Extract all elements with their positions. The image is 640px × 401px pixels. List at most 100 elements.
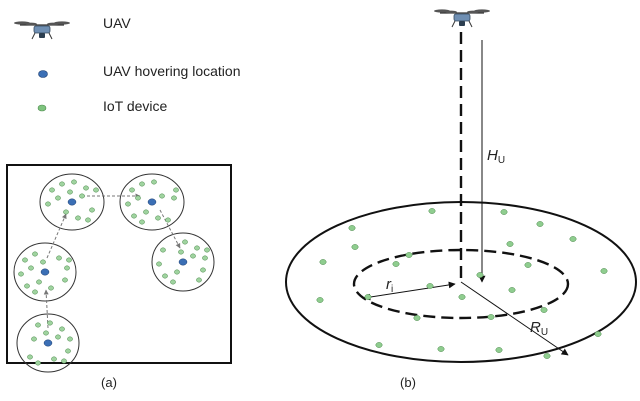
iot-device	[89, 207, 95, 213]
iot-device	[348, 225, 356, 231]
iot-device	[200, 267, 206, 273]
iot-device	[125, 201, 131, 207]
iot-device	[569, 236, 577, 242]
iot-device	[458, 294, 466, 300]
hover-point	[67, 198, 77, 206]
iot-device	[24, 283, 30, 289]
outer-radius-arrow	[460, 281, 569, 356]
hover-point	[43, 339, 53, 347]
iot-device	[55, 334, 61, 340]
cluster-circle	[119, 173, 185, 231]
iot-device	[139, 219, 145, 225]
panel-b-caption: (b)	[400, 375, 416, 390]
panel-a: (a)	[6, 164, 232, 390]
iot-device	[171, 195, 177, 201]
iot-device	[196, 277, 202, 283]
iot-device	[543, 353, 551, 359]
iot-device	[159, 193, 165, 199]
iot-device	[174, 269, 180, 275]
iot-device	[129, 187, 135, 193]
cluster-circle	[16, 313, 80, 373]
legend: UAV UAV hovering location IoT device	[13, 15, 240, 114]
iot-device	[64, 265, 70, 271]
height-label: HU	[487, 147, 505, 166]
iot-device	[32, 251, 38, 257]
hover-point	[147, 198, 157, 206]
iot-device	[500, 209, 508, 215]
iot-device	[32, 289, 38, 295]
iot-device	[428, 208, 436, 214]
iot-device	[79, 193, 85, 199]
legend-uav-label: UAV	[103, 15, 131, 31]
iot-device	[405, 252, 413, 258]
iot-device	[524, 262, 532, 268]
iot-device	[59, 181, 65, 187]
hover-point	[40, 268, 50, 276]
iot-device	[48, 285, 54, 291]
cluster-circle	[13, 242, 77, 302]
iot-device	[319, 259, 327, 265]
iot-device	[151, 179, 157, 185]
iot-device	[67, 189, 73, 195]
drone-icon	[433, 8, 491, 28]
panel-a-frame	[6, 164, 232, 364]
iot-device	[508, 287, 516, 293]
iot-device	[47, 320, 53, 326]
iot-device	[375, 342, 383, 348]
iot-device	[426, 283, 434, 289]
iot-device-icon	[37, 104, 47, 112]
iot-device	[66, 257, 72, 263]
iot-device	[22, 257, 28, 263]
iot-device	[27, 354, 33, 360]
iot-device	[392, 261, 400, 267]
legend-iot-label: IoT device	[103, 98, 168, 114]
iot-device	[75, 215, 81, 221]
iot-device	[35, 360, 41, 366]
iot-device	[364, 294, 372, 300]
iot-device	[43, 330, 49, 336]
iot-device	[59, 326, 65, 332]
iot-device	[143, 209, 149, 215]
iot-device	[173, 187, 179, 193]
iot-device	[49, 187, 55, 193]
iot-device	[63, 209, 69, 215]
iot-device	[165, 217, 171, 223]
cluster-circle	[151, 232, 215, 292]
iot-device	[156, 261, 162, 267]
drone-icon	[13, 20, 71, 40]
iot-device	[194, 245, 200, 251]
iot-device	[600, 268, 608, 274]
iot-device	[487, 314, 495, 320]
iot-device	[45, 201, 51, 207]
iot-device	[162, 273, 168, 279]
iot-device	[155, 215, 161, 221]
iot-device	[83, 185, 89, 191]
iot-device	[182, 239, 188, 245]
iot-device	[51, 356, 57, 362]
iot-device	[55, 195, 61, 201]
iot-device	[85, 217, 91, 223]
iot-device	[204, 247, 210, 253]
legend-hover-label: UAV hovering location	[103, 63, 240, 79]
iot-device	[61, 358, 67, 364]
inner-radius-label: ri	[386, 276, 393, 295]
iot-device	[190, 253, 196, 259]
iot-device	[35, 322, 41, 328]
iot-device	[536, 221, 544, 227]
iot-device	[40, 259, 46, 265]
iot-device	[18, 271, 24, 277]
iot-device	[65, 348, 71, 354]
iot-device	[178, 249, 184, 255]
hovering-location-icon	[38, 70, 48, 78]
panel-b: HU ri RU (b)	[285, 8, 637, 390]
panel-a-caption: (a)	[101, 375, 117, 390]
iot-device	[540, 307, 548, 313]
iot-device	[67, 336, 73, 342]
inner-radius-arrow	[363, 281, 456, 301]
iot-device	[476, 272, 484, 278]
inner-radius-ellipse	[352, 248, 570, 320]
iot-device	[170, 279, 176, 285]
iot-device	[31, 336, 37, 342]
iot-device	[160, 247, 166, 253]
